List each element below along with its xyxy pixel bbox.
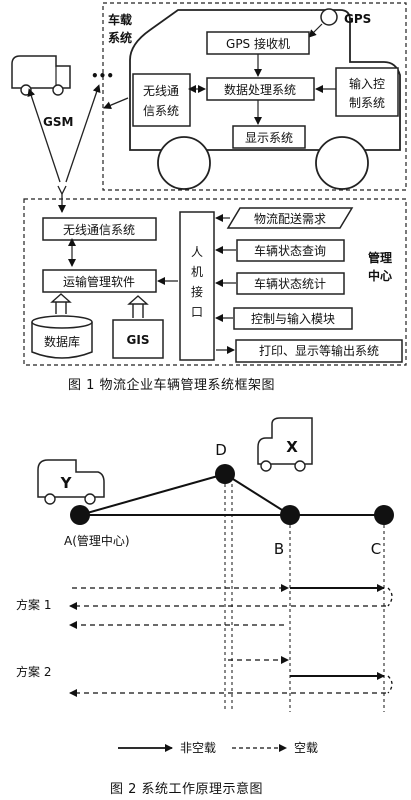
node-a xyxy=(70,505,90,525)
truck-x-icon xyxy=(257,417,313,472)
vehicle-query-box xyxy=(236,239,345,262)
plan-1-routes xyxy=(69,584,393,629)
node-d xyxy=(215,464,235,484)
gps-receiver-label: GPS 接收机 xyxy=(226,36,290,51)
legend-loaded-label: 非空载 xyxy=(180,741,216,755)
hmi-label-2: 机 xyxy=(191,265,203,279)
hmi-label-4: 口 xyxy=(191,305,203,319)
gps-satellite-icon xyxy=(320,8,338,26)
vehicle-wireless-box xyxy=(132,73,191,127)
node-b xyxy=(280,505,300,525)
database-icon xyxy=(31,315,93,359)
transport-mgmt-box xyxy=(42,269,157,293)
gsm-label: GSM xyxy=(43,115,73,129)
center-wireless-box xyxy=(42,217,157,241)
figure-2-caption: 图 2 系统工作原理示意图 xyxy=(110,782,264,797)
node-a-label: A(管理中心) xyxy=(64,533,130,548)
hmi-label-3: 接 xyxy=(191,284,203,299)
plan-1-label: 方案 1 xyxy=(16,597,51,612)
node-d-label: D xyxy=(215,441,227,459)
control-input-label: 控制与输入模块 xyxy=(251,311,335,326)
vehicle-stats-box xyxy=(236,272,345,295)
print-output-label: 打印、显示等输出系统 xyxy=(259,343,379,358)
legend-empty-label: 空载 xyxy=(294,741,318,755)
data-processing-label: 数据处理系统 xyxy=(224,82,296,97)
figure-1: 车载 系统 GPS GPS 接收机 数据处理系统 无线通 信系统 输入控 制系统… xyxy=(11,2,407,366)
truck-outline xyxy=(129,9,401,151)
display-system-label: 显示系统 xyxy=(245,131,293,145)
gis-label: GIS xyxy=(127,333,150,347)
gis-box xyxy=(112,319,164,359)
gps-label: GPS xyxy=(344,12,371,26)
database-label: 数据库 xyxy=(44,334,80,349)
gsm-links xyxy=(27,84,129,213)
data-processing-box xyxy=(206,77,315,101)
transport-mgmt-label: 运输管理软件 xyxy=(63,274,135,289)
center-wireless-label: 无线通信系统 xyxy=(63,223,135,237)
vehicle-query-label: 车辆状态查询 xyxy=(254,243,326,258)
hmi-box xyxy=(179,211,215,361)
truck-y-label: Y xyxy=(60,474,73,492)
logistics-demand-label: 物流配送需求 xyxy=(254,211,326,226)
node-c xyxy=(374,505,394,525)
display-system-box xyxy=(232,125,306,149)
control-input-box xyxy=(233,307,353,330)
vehicle-wireless-label-2: 信系统 xyxy=(143,104,179,118)
figure-2: Y X A(管理中心) D B C 方案 1 xyxy=(16,417,394,755)
vehicle-wireless-label-1: 无线通 xyxy=(143,84,179,98)
figure-1-caption: 图 1 物流企业车辆管理系统框架图 xyxy=(68,378,276,393)
route-network xyxy=(79,473,388,516)
vehicle-stats-label: 车辆状态统计 xyxy=(254,276,326,291)
print-output-box xyxy=(235,339,403,363)
management-center-frame xyxy=(23,198,407,366)
truck-wheel-right xyxy=(315,136,369,190)
truck-x-label: X xyxy=(286,438,298,456)
mgmt-center-label-2: 中心 xyxy=(368,268,392,283)
plan-2-routes xyxy=(69,656,393,697)
signal-dots-left: ••• xyxy=(91,69,114,83)
logistics-demand-box xyxy=(226,207,354,229)
vertical-guides xyxy=(224,484,385,712)
node-b-label: B xyxy=(274,540,284,558)
input-control-label-1: 输入控 xyxy=(349,76,385,91)
input-control-label-2: 制系统 xyxy=(349,96,385,110)
mgmt-center-label-1: 管理 xyxy=(368,250,392,265)
vehicle-system-label-line2: 系统 xyxy=(108,30,132,45)
vehicle-system-label-line1: 车载 xyxy=(108,12,132,27)
node-c-label: C xyxy=(371,540,381,558)
plan-2-label: 方案 2 xyxy=(16,664,51,679)
hmi-label-1: 人 xyxy=(191,245,203,259)
input-control-box xyxy=(335,67,399,117)
small-truck-icon xyxy=(11,55,71,96)
truck-y-icon xyxy=(37,459,105,505)
truck-wheel-left xyxy=(157,136,211,190)
